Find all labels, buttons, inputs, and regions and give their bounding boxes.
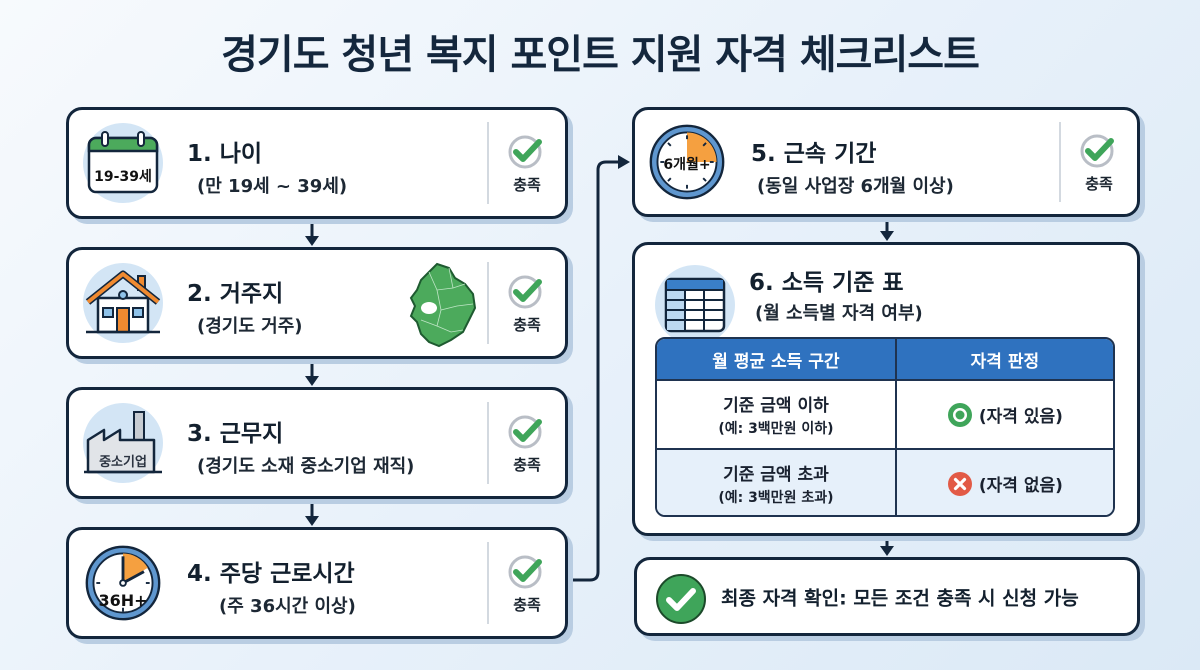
gyeonggi-map-icon — [409, 262, 477, 348]
verdict-label: (자격 있음) — [978, 407, 1063, 427]
income-table: 월 평균 소득 구간 자격 판정 기준 금액 이하 (예: 3백만원 이하) (… — [655, 337, 1115, 517]
clock-label: 36H+ — [98, 591, 148, 610]
status-badge: 충족 — [487, 262, 565, 344]
header-eligibility: 자격 판정 — [970, 351, 1040, 372]
status-label: 충족 — [1085, 174, 1113, 193]
status-badge: 충족 — [487, 402, 565, 484]
eligible-circle-icon — [947, 402, 972, 427]
step-title: 3. 근무지 — [187, 421, 284, 447]
table-icon — [655, 265, 735, 345]
status-badge: 충족 — [1059, 122, 1137, 202]
house-icon — [83, 263, 163, 343]
income-range: 기준 금액 초과 — [723, 465, 829, 485]
step-title: 4. 주당 근로시간 — [187, 561, 355, 587]
status-label: 충족 — [513, 595, 541, 614]
table-row: 기준 금액 초과 (예: 3백만원 초과) (자격 없음) — [657, 448, 1113, 515]
step-subtitle: (동일 사업장 6개월 이상) — [757, 176, 954, 197]
calendar-icon: 19-39세 — [83, 123, 163, 203]
clock-label: 6개월+ — [663, 157, 711, 173]
status-badge: 충족 — [487, 542, 565, 624]
step-title: 1. 나이 — [187, 141, 263, 167]
clock-icon: 36H+ — [83, 543, 163, 623]
final-eligibility-text: 최종 자격 확인: 모든 조건 충족 시 신청 가능 — [721, 587, 1079, 609]
step-card-workplace: 중소기업 3. 근무지 (경기도 소재 중소기업 재직) 충족 — [66, 387, 568, 499]
step-card-tenure: 6개월+ 5. 근속 기간 (동일 사업장 6개월 이상) 충족 — [632, 107, 1140, 217]
clock-icon: 6개월+ — [647, 122, 727, 202]
income-example: (예: 3백만원 초과) — [718, 490, 834, 506]
verdict-label: (자격 없음) — [978, 476, 1063, 496]
check-icon — [1080, 134, 1114, 167]
final-eligibility-card: 최종 자격 확인: 모든 조건 충족 시 신청 가능 — [634, 557, 1140, 636]
step-title: 5. 근속 기간 — [751, 141, 877, 167]
step-title: 2. 거주지 — [187, 281, 284, 307]
income-criteria-card: 6. 소득 기준 표 (월 소득별 자격 여부) 월 평균 소득 구간 자격 판… — [632, 242, 1140, 536]
status-label: 충족 — [513, 315, 541, 334]
header-income-range: 월 평균 소득 구간 — [657, 339, 897, 379]
step-subtitle: (경기도 거주) — [197, 316, 303, 337]
step-card-age: 19-39세 1. 나이 (만 19세 ~ 39세) 충족 — [66, 107, 568, 219]
check-icon — [508, 135, 542, 168]
factory-label: 중소기업 — [99, 455, 147, 470]
page-title: 경기도 청년 복지 포인트 지원 자격 체크리스트 — [221, 32, 980, 78]
check-icon — [508, 415, 542, 448]
status-label: 충족 — [513, 175, 541, 194]
status-label: 충족 — [513, 455, 541, 474]
income-subtitle: (월 소득별 자격 여부) — [755, 303, 923, 324]
check-icon — [508, 275, 542, 308]
table-row: 기준 금액 이하 (예: 3백만원 이하) (자격 있음) — [657, 379, 1113, 448]
income-example: (예: 3백만원 이하) — [718, 421, 834, 437]
status-badge: 충족 — [487, 122, 565, 204]
step-subtitle: (주 36시간 이상) — [219, 596, 356, 617]
ineligible-x-icon — [947, 471, 972, 496]
step-subtitle: (만 19세 ~ 39세) — [197, 176, 348, 197]
check-icon — [508, 555, 542, 588]
income-range: 기준 금액 이하 — [723, 396, 829, 416]
step-card-work-hours: 36H+ 4. 주당 근로시간 (주 36시간 이상) 충족 — [66, 527, 568, 639]
step-subtitle: (경기도 소재 중소기업 재직) — [197, 456, 415, 477]
step-card-residence: 2. 거주지 (경기도 거주) 충족 — [66, 247, 568, 359]
calendar-label: 19-39세 — [94, 169, 152, 185]
income-title: 6. 소득 기준 표 — [749, 270, 904, 296]
table-header: 월 평균 소득 구간 자격 판정 — [657, 339, 1113, 379]
check-circle-icon — [656, 574, 706, 624]
factory-icon: 중소기업 — [83, 403, 163, 483]
